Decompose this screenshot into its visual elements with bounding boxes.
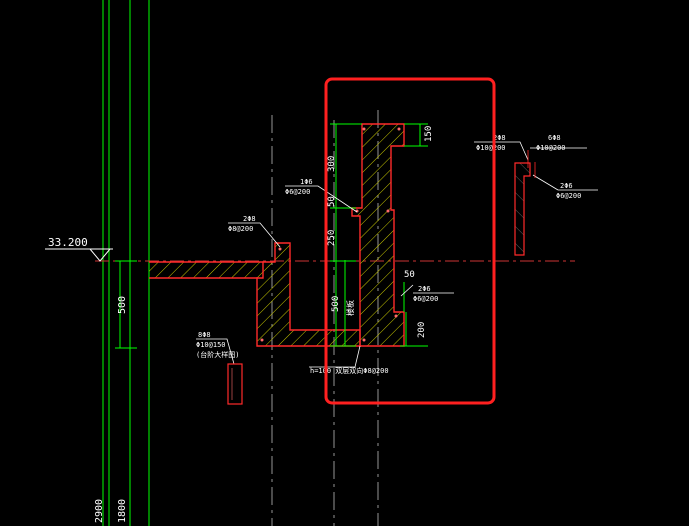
dim-250-text: 250 bbox=[327, 230, 337, 246]
dim-500-text: 500 bbox=[117, 296, 128, 314]
leaders bbox=[196, 141, 598, 368]
anno-r1-top: 2Φ8 bbox=[493, 134, 506, 142]
dim-label-vertical: 楼板 bbox=[345, 300, 355, 316]
anno-4-bottom: (台阶大样图) bbox=[196, 350, 239, 359]
dim-200-text: 200 bbox=[417, 322, 427, 338]
anno-r1-bottom: Φ10@200 bbox=[476, 144, 506, 152]
slab-section bbox=[149, 261, 263, 279]
anno-r2-bottom: Φ10@200 bbox=[536, 144, 566, 152]
dim-2900-text: 2900 bbox=[94, 499, 105, 523]
anno-4-top: 8Φ8 bbox=[198, 331, 211, 339]
dimension-500-left bbox=[115, 260, 137, 349]
dimensions-parapet bbox=[330, 123, 428, 347]
highlight-box bbox=[324, 77, 496, 405]
level-text: 33.200 bbox=[48, 236, 88, 249]
dim-300-text: 300 bbox=[327, 156, 337, 172]
rebar-dots bbox=[260, 127, 401, 342]
anno-4-mid: Φ10@150 bbox=[196, 341, 226, 349]
anno-5: h=100 双层双向Φ8@200 bbox=[310, 366, 389, 375]
level-mark: 33.200 bbox=[45, 236, 113, 262]
anno-3-bottom: Φ6@200 bbox=[413, 295, 438, 303]
dim-50-text: 50 bbox=[327, 196, 337, 207]
dim-1800-text: 1800 bbox=[117, 499, 128, 523]
anno-1-bottom: Φ6@200 bbox=[285, 188, 310, 196]
anno-1-top: 1Φ6 bbox=[300, 178, 313, 186]
right-detail bbox=[514, 150, 536, 256]
step-detail bbox=[227, 363, 243, 405]
dim-50b-text: 50 bbox=[404, 270, 415, 280]
parapet-section bbox=[351, 123, 405, 347]
anno-r2-top: 6Φ8 bbox=[548, 134, 561, 142]
dim-500b-text: 500 bbox=[331, 296, 341, 312]
anno-r3-bottom: Φ6@200 bbox=[556, 192, 581, 200]
anno-2-bottom: Φ8@200 bbox=[228, 225, 253, 233]
axis-lines bbox=[102, 0, 150, 526]
anno-3-top: 2Φ6 bbox=[418, 285, 431, 293]
dim-150-text: 150 bbox=[424, 126, 434, 142]
anno-2-top: 2Φ8 bbox=[243, 215, 256, 223]
anno-r3-top: 2Φ6 bbox=[560, 182, 573, 190]
